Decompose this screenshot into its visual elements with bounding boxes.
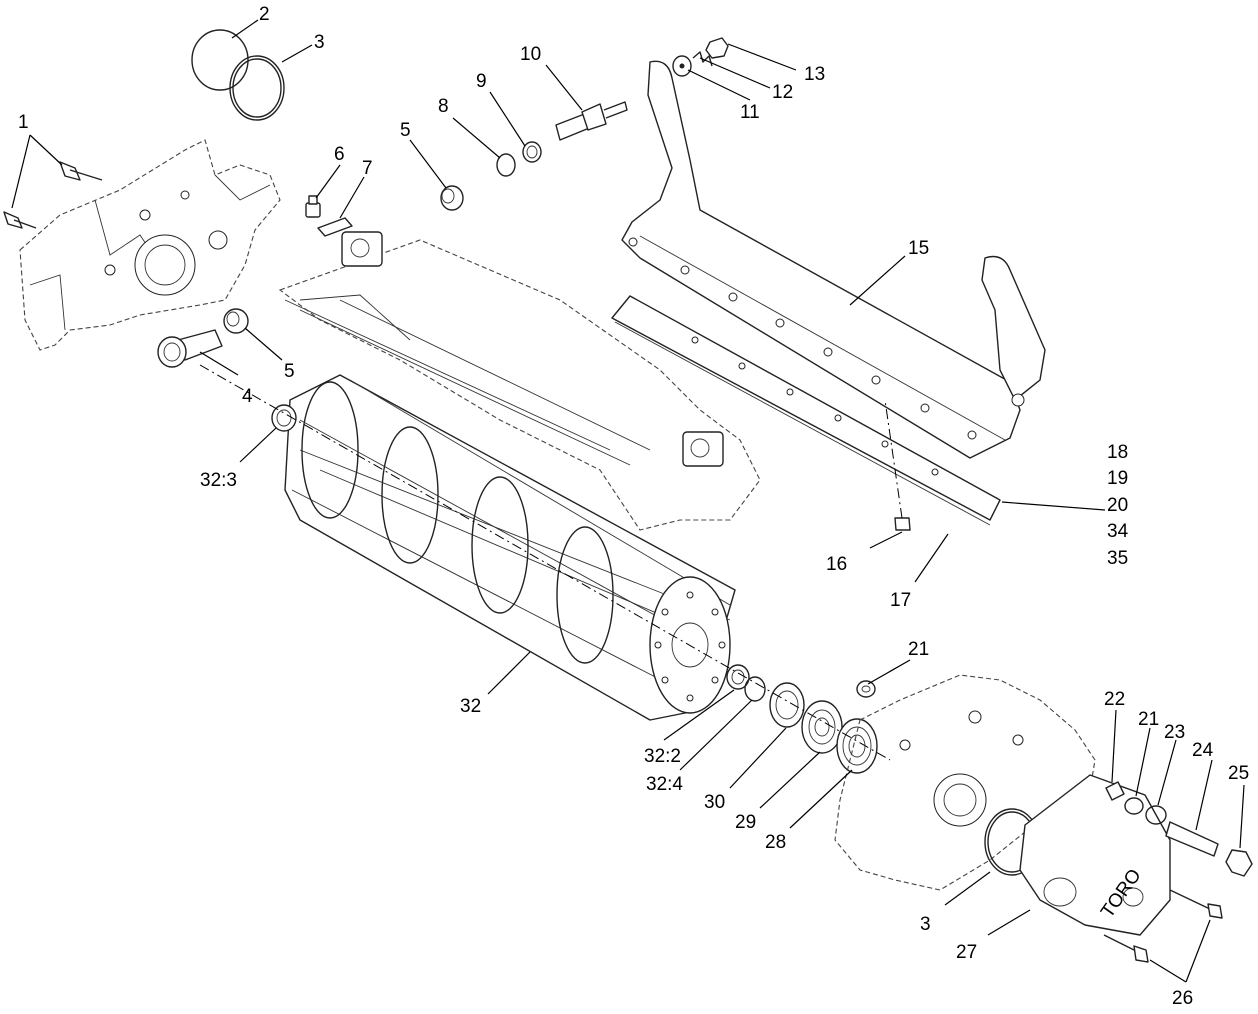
callout-34: 34 <box>1107 521 1129 542</box>
callout-32-4: 32:4 <box>646 774 683 795</box>
callout-6: 6 <box>334 144 345 165</box>
washer-11 <box>672 55 692 77</box>
callout-25: 25 <box>1228 763 1249 784</box>
bushing-5-lower <box>223 308 249 334</box>
callout-27: 27 <box>956 942 977 963</box>
bearing-28 <box>836 718 878 774</box>
washer-21-upper <box>856 680 876 698</box>
callout-9: 9 <box>476 71 487 92</box>
callout-19: 19 <box>1107 468 1128 489</box>
callout-labels: 1 2 3 4 5 5 6 7 8 9 10 11 12 13 15 16 17… <box>18 4 1249 1009</box>
callout-35: 35 <box>1107 548 1128 569</box>
callout-7: 7 <box>362 158 373 179</box>
screw-16 <box>884 399 911 531</box>
bearing-32-3 <box>271 404 297 432</box>
callout-12: 12 <box>772 82 793 103</box>
callout-15: 15 <box>908 238 929 259</box>
callout-18: 18 <box>1107 442 1128 463</box>
callout-24: 24 <box>1192 740 1214 761</box>
callout-2: 2 <box>259 4 270 25</box>
callout-20: 20 <box>1107 495 1128 516</box>
cover-plate-2 <box>191 29 249 91</box>
callout-32-3: 32:3 <box>200 470 237 491</box>
washer-9 <box>522 141 542 163</box>
o-ring-3-top <box>229 55 285 121</box>
callout-3: 3 <box>920 914 931 935</box>
callout-21: 21 <box>1138 709 1159 730</box>
nut-25 <box>1225 849 1253 877</box>
callout-5: 5 <box>284 361 295 382</box>
callout-32-2: 32:2 <box>644 746 681 767</box>
callout-3: 3 <box>314 32 325 53</box>
washer-21-lower <box>1124 797 1144 815</box>
spring-12 <box>692 51 713 67</box>
callout-16: 16 <box>826 554 847 575</box>
bearing-29 <box>801 700 843 754</box>
cover-27: TORO <box>1019 774 1171 936</box>
callout-5: 5 <box>400 120 411 141</box>
callout-21: 21 <box>908 639 929 660</box>
bushing-22 <box>1105 781 1125 801</box>
fitting-6 <box>305 195 321 218</box>
callout-22: 22 <box>1104 689 1125 710</box>
bedknife-17 <box>611 295 1001 526</box>
bushing-5-upper <box>440 185 464 211</box>
pin-24 <box>1165 821 1219 857</box>
callout-32: 32 <box>460 696 481 717</box>
callout-1: 1 <box>18 112 29 133</box>
ring-8 <box>496 153 516 177</box>
washer-32-4 <box>744 676 766 702</box>
callout-13: 13 <box>804 64 825 85</box>
leader-lines <box>11 19 1245 983</box>
callout-17: 17 <box>890 590 911 611</box>
spacer-32-2 <box>726 664 750 690</box>
washer-23 <box>1145 805 1167 825</box>
callout-30: 30 <box>704 792 725 813</box>
callout-26: 26 <box>1172 988 1193 1009</box>
gear-shaft-4 <box>157 329 223 368</box>
bedbar-15 <box>621 60 1046 459</box>
bolts-26 <box>1103 889 1223 963</box>
callout-8: 8 <box>438 96 449 117</box>
reel-32 <box>284 374 736 721</box>
callout-4: 4 <box>242 386 253 407</box>
mower-frame <box>278 231 761 531</box>
nut-13 <box>705 37 729 59</box>
clip-7 <box>317 217 353 237</box>
seal-30 <box>769 682 805 728</box>
callout-28: 28 <box>765 832 786 853</box>
callout-11: 11 <box>740 102 760 123</box>
pivot-shaft-10 <box>555 101 628 141</box>
left-side-plate <box>19 139 281 351</box>
callout-10: 10 <box>520 44 541 65</box>
callout-23: 23 <box>1164 722 1185 743</box>
callout-29: 29 <box>735 812 756 833</box>
bolt-1 <box>3 161 103 229</box>
reel-center-axis <box>199 364 891 761</box>
